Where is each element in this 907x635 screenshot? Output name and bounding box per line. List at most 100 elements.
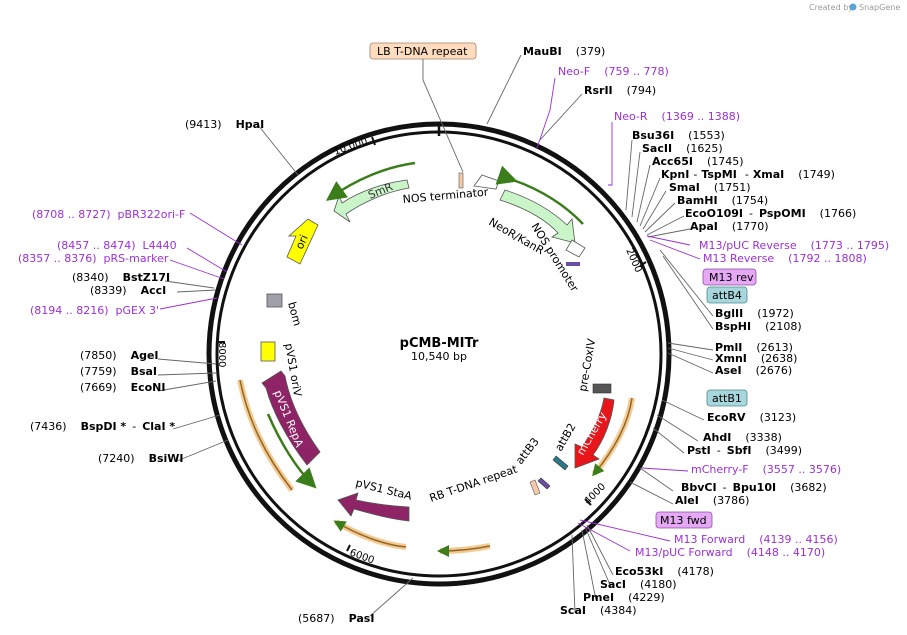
svg-text:(5687)PasI: (5687)PasI (298, 612, 374, 625)
primer-mcherry-f[interactable]: mCherry-F (3557 .. 3576) (691, 463, 841, 476)
site-bsiwi[interactable]: (7240)BsiWI (98, 452, 184, 465)
site-psti[interactable]: PstI-SbfI(3499) (687, 444, 802, 457)
site-saci[interactable]: SacI(4180) (600, 578, 677, 591)
lb-tdna-label: LB T-DNA repeat (377, 45, 468, 58)
site-bstz17i[interactable]: (8340)BstZ17I (72, 271, 170, 284)
primer-pgex-3[interactable]: (8194 .. 8216) pGEX 3' (30, 304, 159, 317)
site-xmni[interactable]: XmnI(2638) (715, 352, 797, 365)
nos-terminator-label: NOS terminator (402, 186, 489, 206)
ori-label: ori (293, 233, 311, 251)
bsai-pos: (7759) (80, 365, 117, 378)
pmli-pos: (2613) (756, 341, 793, 354)
feature-pre-coxiv[interactable]: pre-CoxIV (576, 337, 612, 394)
pspomi-name: PspOMI (759, 207, 806, 220)
site-kpni[interactable]: KpnI-TspMI-XmaI(1749) (661, 168, 835, 181)
site-alei[interactable]: AleI(3786) (675, 494, 749, 507)
eco53ki-name: Eco53kI (615, 565, 663, 578)
site-ahdi[interactable]: AhdI(3338) (703, 431, 782, 444)
acci-name: AccI (141, 284, 167, 297)
svg-text:Bsu36I(1553): Bsu36I(1553) (632, 129, 725, 142)
tag-m13-rev[interactable]: M13 rev (702, 268, 757, 286)
svg-text:(9413)HpaI: (9413)HpaI (185, 118, 264, 131)
feature-rb-tdna[interactable]: RB T-DNA repeat (428, 462, 541, 505)
site-apai[interactable]: ApaI(1770) (690, 220, 768, 233)
credit-prefix: Created by (809, 3, 853, 12)
ahdi-name: AhdI (703, 431, 731, 444)
maubi-name: MauBI (523, 45, 562, 58)
primer-pbr322ori-f[interactable]: (8708 .. 8727) pBR322ori-F (32, 208, 185, 221)
attb3-label: attB3 (513, 435, 542, 467)
site-bamhi[interactable]: BamHI(1754) (677, 194, 768, 207)
primer-m13-puc-reverse[interactable]: M13/pUC Reverse (1773 .. 1795) (699, 239, 889, 252)
tag-attb4[interactable]: attB4 (706, 286, 748, 304)
xmni-name: XmnI (715, 352, 747, 365)
site-smai[interactable]: SmaI (1751) (669, 181, 750, 194)
feature-bom[interactable]: bom (266, 293, 304, 327)
site-econi[interactable]: (7669)EcoNI (80, 381, 165, 394)
svg-text:(7850)AgeI: (7850)AgeI (80, 349, 159, 362)
tag-lb-tdna[interactable]: LB T-DNA repeat (369, 42, 477, 173)
site-rsrii[interactable]: RsrII(794) (584, 84, 656, 97)
site-bglii[interactable]: BglII(1972) (715, 307, 794, 320)
site-pmli[interactable]: PmlI(2613) (715, 341, 793, 354)
svg-text:BamHI(1754): BamHI(1754) (677, 194, 768, 207)
ecorv-name: EcoRV (707, 411, 746, 424)
site-agei[interactable]: (7850)AgeI (80, 349, 159, 362)
bbvci-sep: - (723, 481, 727, 494)
acc65i-name: Acc65I (652, 155, 693, 168)
bbvci-pos: (3682) (790, 481, 827, 494)
site-eco53ki[interactable]: Eco53kI(4178) (615, 565, 714, 578)
feature-mcherry[interactable]: mCherry (574, 397, 635, 477)
site-bsphi[interactable]: BspHI(2108) (715, 320, 802, 333)
psti-name: PstI (687, 444, 711, 457)
site-ecorv[interactable]: EcoRV (3123) (707, 411, 796, 424)
site-scai[interactable]: ScaI(4384) (560, 604, 637, 617)
feature-nos-terminator[interactable]: NOS terminator (402, 172, 500, 206)
pmei-pos: (4229) (628, 591, 665, 604)
ecorv-pos: (3123) (760, 411, 797, 424)
bsphi-pos: (2108) (765, 320, 802, 333)
m13-rev-tag-label: M13 rev (709, 271, 754, 284)
svg-text:PmeI(4229): PmeI(4229) (583, 591, 665, 604)
site-hpai[interactable]: (9413)HpaI (185, 118, 264, 131)
site-acci[interactable]: (8339)AccI (90, 284, 166, 297)
site-asei[interactable]: AseI(2676) (715, 364, 792, 377)
xmai-name: XmaI (753, 168, 784, 181)
kpni-name: KpnI (661, 168, 689, 181)
agei-name: AgeI (131, 349, 159, 362)
svg-text:AleI(3786): AleI(3786) (675, 494, 749, 507)
svg-text:BbvCI-Bpu10I(3682): BbvCI-Bpu10I(3682) (681, 481, 827, 494)
feature-ori[interactable]: ori (286, 218, 319, 265)
primer-neo-f[interactable]: Neo-F (759 .. 778) (558, 65, 669, 78)
svg-text:Eco53kI(4178): Eco53kI(4178) (615, 565, 714, 578)
tick-mark-4000 (584, 498, 592, 506)
site-sacii[interactable]: SacII(1625) (642, 142, 723, 155)
bsiwi-name: BsiWI (149, 452, 184, 465)
primer-m13-puc-forward[interactable]: M13/pUC Forward (4148 .. 4170) (635, 546, 825, 559)
saci-pos: (4180) (640, 578, 677, 591)
site-ecoo109i[interactable]: EcoO109I-PspOMI(1766) (685, 207, 856, 220)
smai-pos: (1751) (714, 181, 751, 194)
primer-l4440[interactable]: (8457 .. 8474) L4440 (57, 239, 177, 252)
tag-m13-fwd[interactable]: M13 fwd (655, 511, 713, 529)
site-bsai[interactable]: (7759)BsaI (80, 365, 157, 378)
site-pmei[interactable]: PmeI(4229) (583, 591, 665, 604)
feature-attb3[interactable]: attB3 (513, 435, 551, 490)
bsu36i-name: Bsu36I (632, 129, 674, 142)
hpai-pos: (9413) (185, 118, 222, 131)
primer-m13-reverse[interactable]: M13 Reverse (1792 .. 1808) (703, 252, 867, 265)
lb-tdna-marker (458, 172, 464, 189)
site-maubi[interactable]: MauBI(379) (523, 45, 605, 58)
leader-lines (157, 54, 714, 617)
smai-name: SmaI (669, 181, 700, 194)
primer-neo-r[interactable]: Neo-R (1369 .. 1388) (614, 110, 740, 123)
site-acc65i[interactable]: Acc65I(1745) (652, 155, 744, 168)
primer-prs-marker[interactable]: (8357 .. 8376) pRS-marker (18, 252, 169, 265)
svg-text:ApaI(1770): ApaI(1770) (690, 220, 768, 233)
tag-attb1[interactable]: attB1 (706, 389, 748, 407)
site-bsu36i[interactable]: Bsu36I(1553) (632, 129, 725, 142)
site-bbvci[interactable]: BbvCI-Bpu10I(3682) (681, 481, 827, 494)
site-bspdi[interactable]: (7436)BspDI *-ClaI * (30, 420, 175, 433)
site-pasi[interactable]: (5687)PasI (298, 612, 374, 625)
primer-m13-forward[interactable]: M13 Forward (4139 .. 4156) (674, 533, 838, 546)
